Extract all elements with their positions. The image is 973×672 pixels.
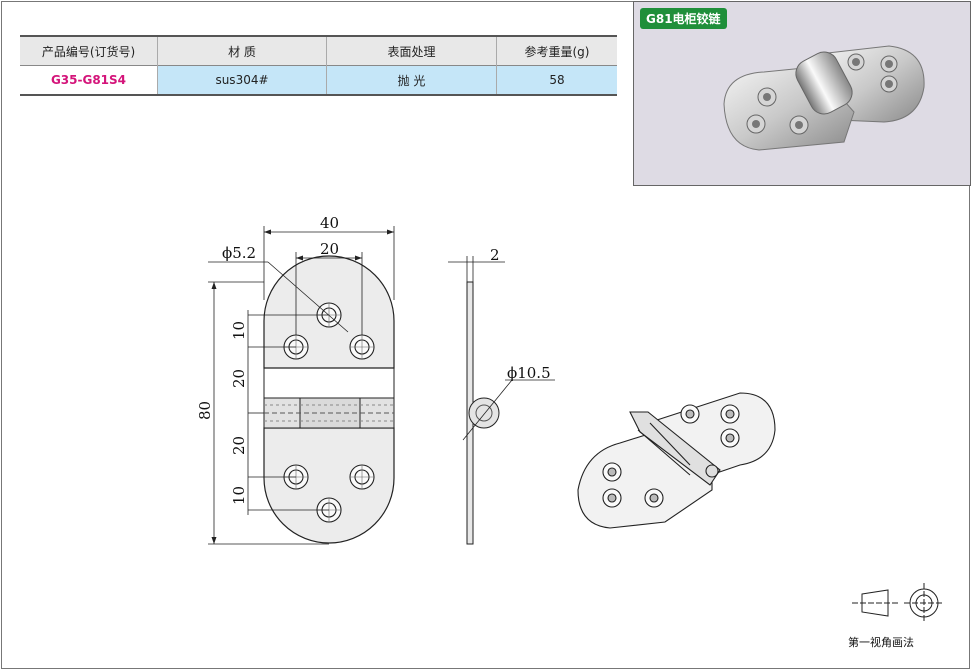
product-code: G35-G81S4	[20, 65, 158, 96]
product-photo: G81电柜铰链	[633, 1, 971, 186]
header-weight: 参考重量(g)	[496, 35, 617, 66]
dim-height: 80	[196, 401, 214, 420]
dim-thickness: 2	[490, 246, 500, 264]
first-angle-projection-symbol	[852, 583, 944, 623]
header-code: 产品编号(订货号)	[20, 35, 158, 66]
dim-20-bottom: 20	[230, 436, 248, 455]
spec-table-row: G35-G81S4 sus304# 抛 光 58	[20, 65, 617, 96]
hinge-photo-image	[723, 45, 925, 151]
hinge-leaf-bottom	[263, 427, 395, 544]
projection-label: 第一视角画法	[848, 636, 914, 649]
isometric-view	[577, 392, 776, 529]
photo-badge: G81电柜铰链	[640, 8, 727, 29]
header-surface: 表面处理	[326, 35, 497, 66]
surface-value: 抛 光	[326, 65, 497, 96]
material-value: sus304#	[157, 65, 327, 96]
weight-value: 58	[496, 65, 617, 96]
dim-10-top: 10	[230, 321, 248, 340]
spec-table: 产品编号(订货号) 材 质 表面处理 参考重量(g) G35-G81S4 sus…	[20, 35, 617, 96]
spec-table-header: 产品编号(订货号) 材 质 表面处理 参考重量(g)	[20, 35, 617, 66]
dim-hole-spacing: 20	[320, 240, 339, 258]
header-material: 材 质	[157, 35, 327, 66]
dim-10-bottom: 10	[230, 486, 248, 505]
dim-knuckle-diameter: ϕ10.5	[507, 364, 551, 382]
dim-width: 40	[320, 214, 339, 232]
dim-hole-diameter: ϕ5.2	[222, 244, 256, 262]
dim-20-top: 20	[230, 369, 248, 388]
side-view-knuckle	[468, 397, 500, 429]
